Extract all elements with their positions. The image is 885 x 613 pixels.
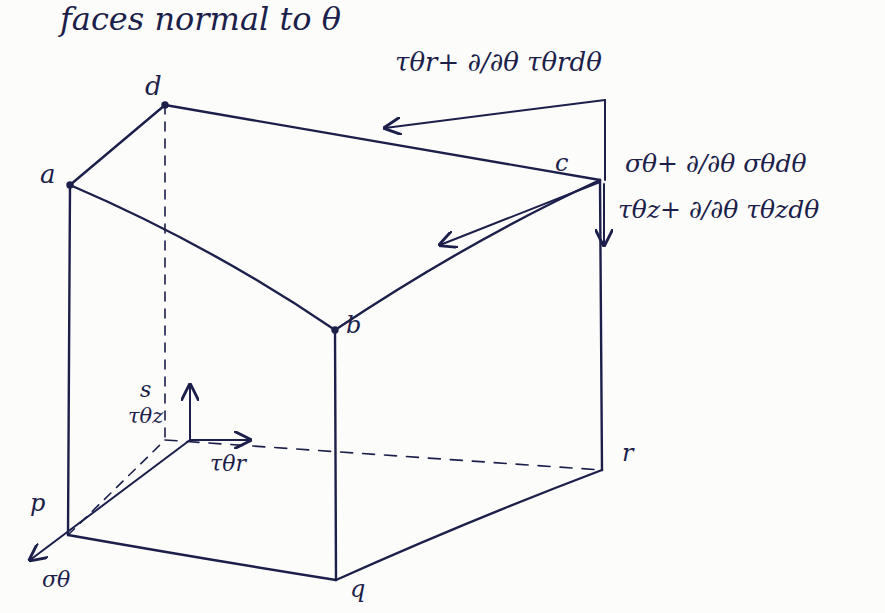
edge-pq [68,535,336,580]
stress-label: τθr+ ∂/∂θ τθrdθ [395,48,602,77]
edge-bq [335,330,336,580]
edge-dc [165,105,600,180]
corner-dot [68,183,73,188]
corner-label: b [346,312,361,338]
edge-cr [600,180,602,470]
stress-label: τθr [210,452,246,476]
stress-arrow [385,100,605,128]
stress-arrow [30,440,190,560]
stress-label: σθ [42,568,70,592]
stress-label: σθ+ ∂/∂θ σθdθ [625,150,806,178]
corner-label: r [622,440,633,466]
stress-arrow [189,385,191,440]
corner-label: c [555,150,568,176]
stress-arrow [440,182,600,245]
corner-label: q [350,576,365,602]
edge-bc [335,180,600,330]
corner-label: d [145,72,162,101]
stress-label: τθz+ ∂/∂θ τθzdθ [618,196,819,224]
corner-dot [333,328,338,333]
hidden-edge [164,105,166,440]
stress-arrow [190,439,250,441]
stress-label: τθz [128,405,163,428]
stress-line [604,100,606,180]
corner-dot [163,103,168,108]
stress-arrow [603,184,605,245]
heading-note: faces normal to θ [60,2,341,37]
corner-label: p [30,490,45,516]
edge-ab [70,185,335,330]
edge-qr [336,470,602,580]
edge-ad [70,105,165,185]
corner-label: s [140,378,151,402]
corner-label: a [40,160,56,189]
edge-ap [68,185,70,535]
